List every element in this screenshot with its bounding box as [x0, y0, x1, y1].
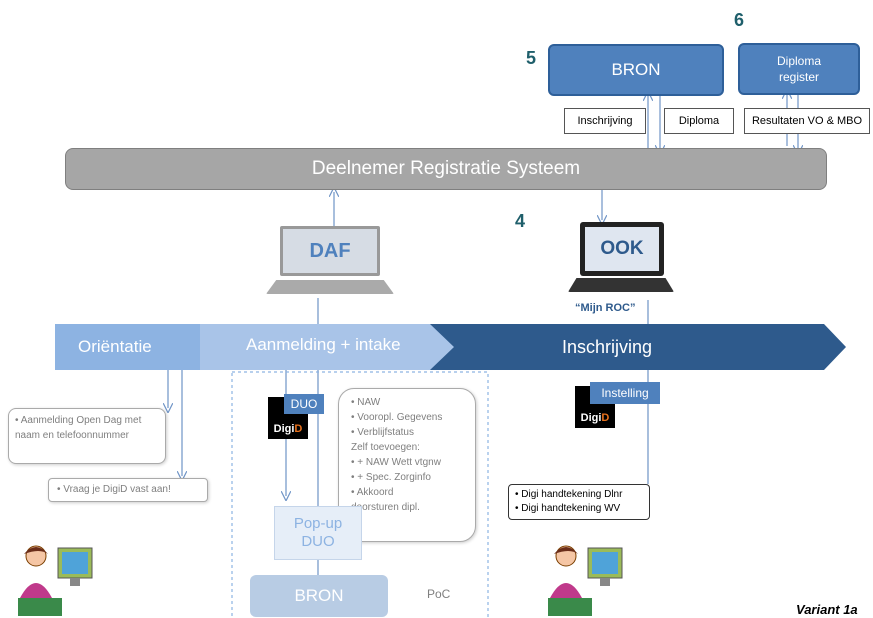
handtekening-item: • Digi handtekening Dlnr [515, 489, 623, 500]
naw-item: • Vooropl. Gegevens [351, 412, 443, 423]
phase-inschrijving: Inschrijving [562, 337, 653, 357]
poc-dashed-frame [231, 371, 489, 618]
step-5-number: 5 [526, 48, 537, 68]
phase-aanmelding: Aanmelding + intake [246, 335, 401, 354]
ook-keyboard [568, 278, 674, 292]
naw-item: doorsturen dipl. [351, 502, 420, 513]
step-4-number: 4 [515, 211, 526, 231]
naw-item: • + Spec. Zorginfo [351, 472, 431, 483]
bron-top-box: BRON [548, 44, 724, 96]
note-digid-vraag: • Vraag je DigiD vast aan! [48, 478, 208, 502]
instelling-tag: Instelling [590, 382, 660, 404]
variant-label: Variant 1a [796, 602, 858, 617]
naw-item: Zelf toevoegen: [351, 442, 420, 453]
phase-orientatie: Oriëntatie [78, 337, 152, 356]
daf-label: DAF [309, 239, 351, 262]
poc-label: PoC [427, 587, 451, 601]
diploma-register-line1: Diploma [776, 54, 821, 68]
naw-item: • Verblijfstatus [351, 427, 414, 438]
inschrijving-label: Inschrijving [564, 108, 646, 134]
diploma-label: Diploma [664, 108, 734, 134]
naw-item: • NAW [351, 397, 381, 408]
duo-tag: DUO [284, 394, 324, 414]
ook-label: OOK [600, 238, 644, 259]
diploma-register-box: Diploma register [738, 43, 860, 95]
person-computer-icon-right [548, 545, 623, 616]
naw-item: • Akkoord [351, 487, 394, 498]
popup-line2: DUO [301, 533, 335, 550]
ook-screen: OOK [585, 227, 659, 271]
mijn-roc-label: “Mijn ROC” [575, 302, 636, 314]
phase-bar-dark [430, 324, 846, 370]
daf-screen: DAF [280, 226, 380, 276]
ook-laptop: OOK [566, 222, 676, 298]
daf-keyboard [266, 280, 394, 294]
popup-duo-box: Pop-up DUO [274, 506, 362, 560]
resultaten-label: Resultaten VO & MBO [744, 108, 870, 134]
bron-bottom-box: BRON [250, 575, 388, 617]
person-computer-icon-left [18, 545, 93, 616]
handtekening-item: • Digi handtekening WV [515, 503, 621, 514]
daf-laptop: DAF [264, 226, 404, 300]
popup-line1: Pop-up [293, 515, 343, 532]
diploma-register-line2: register [778, 70, 819, 84]
step-6-number: 6 [734, 10, 745, 30]
note-open-dag: • Aanmelding Open Dag met naam en telefo… [8, 408, 166, 464]
note-handtekening: • Digi handtekening Dlnr • Digi handteke… [508, 484, 650, 520]
naw-item: • + NAW Wett vtgnw [351, 457, 441, 468]
deelnemer-registratie-systeem: Deelnemer Registratie Systeem [65, 148, 827, 190]
phase-bar-mid [200, 324, 455, 370]
